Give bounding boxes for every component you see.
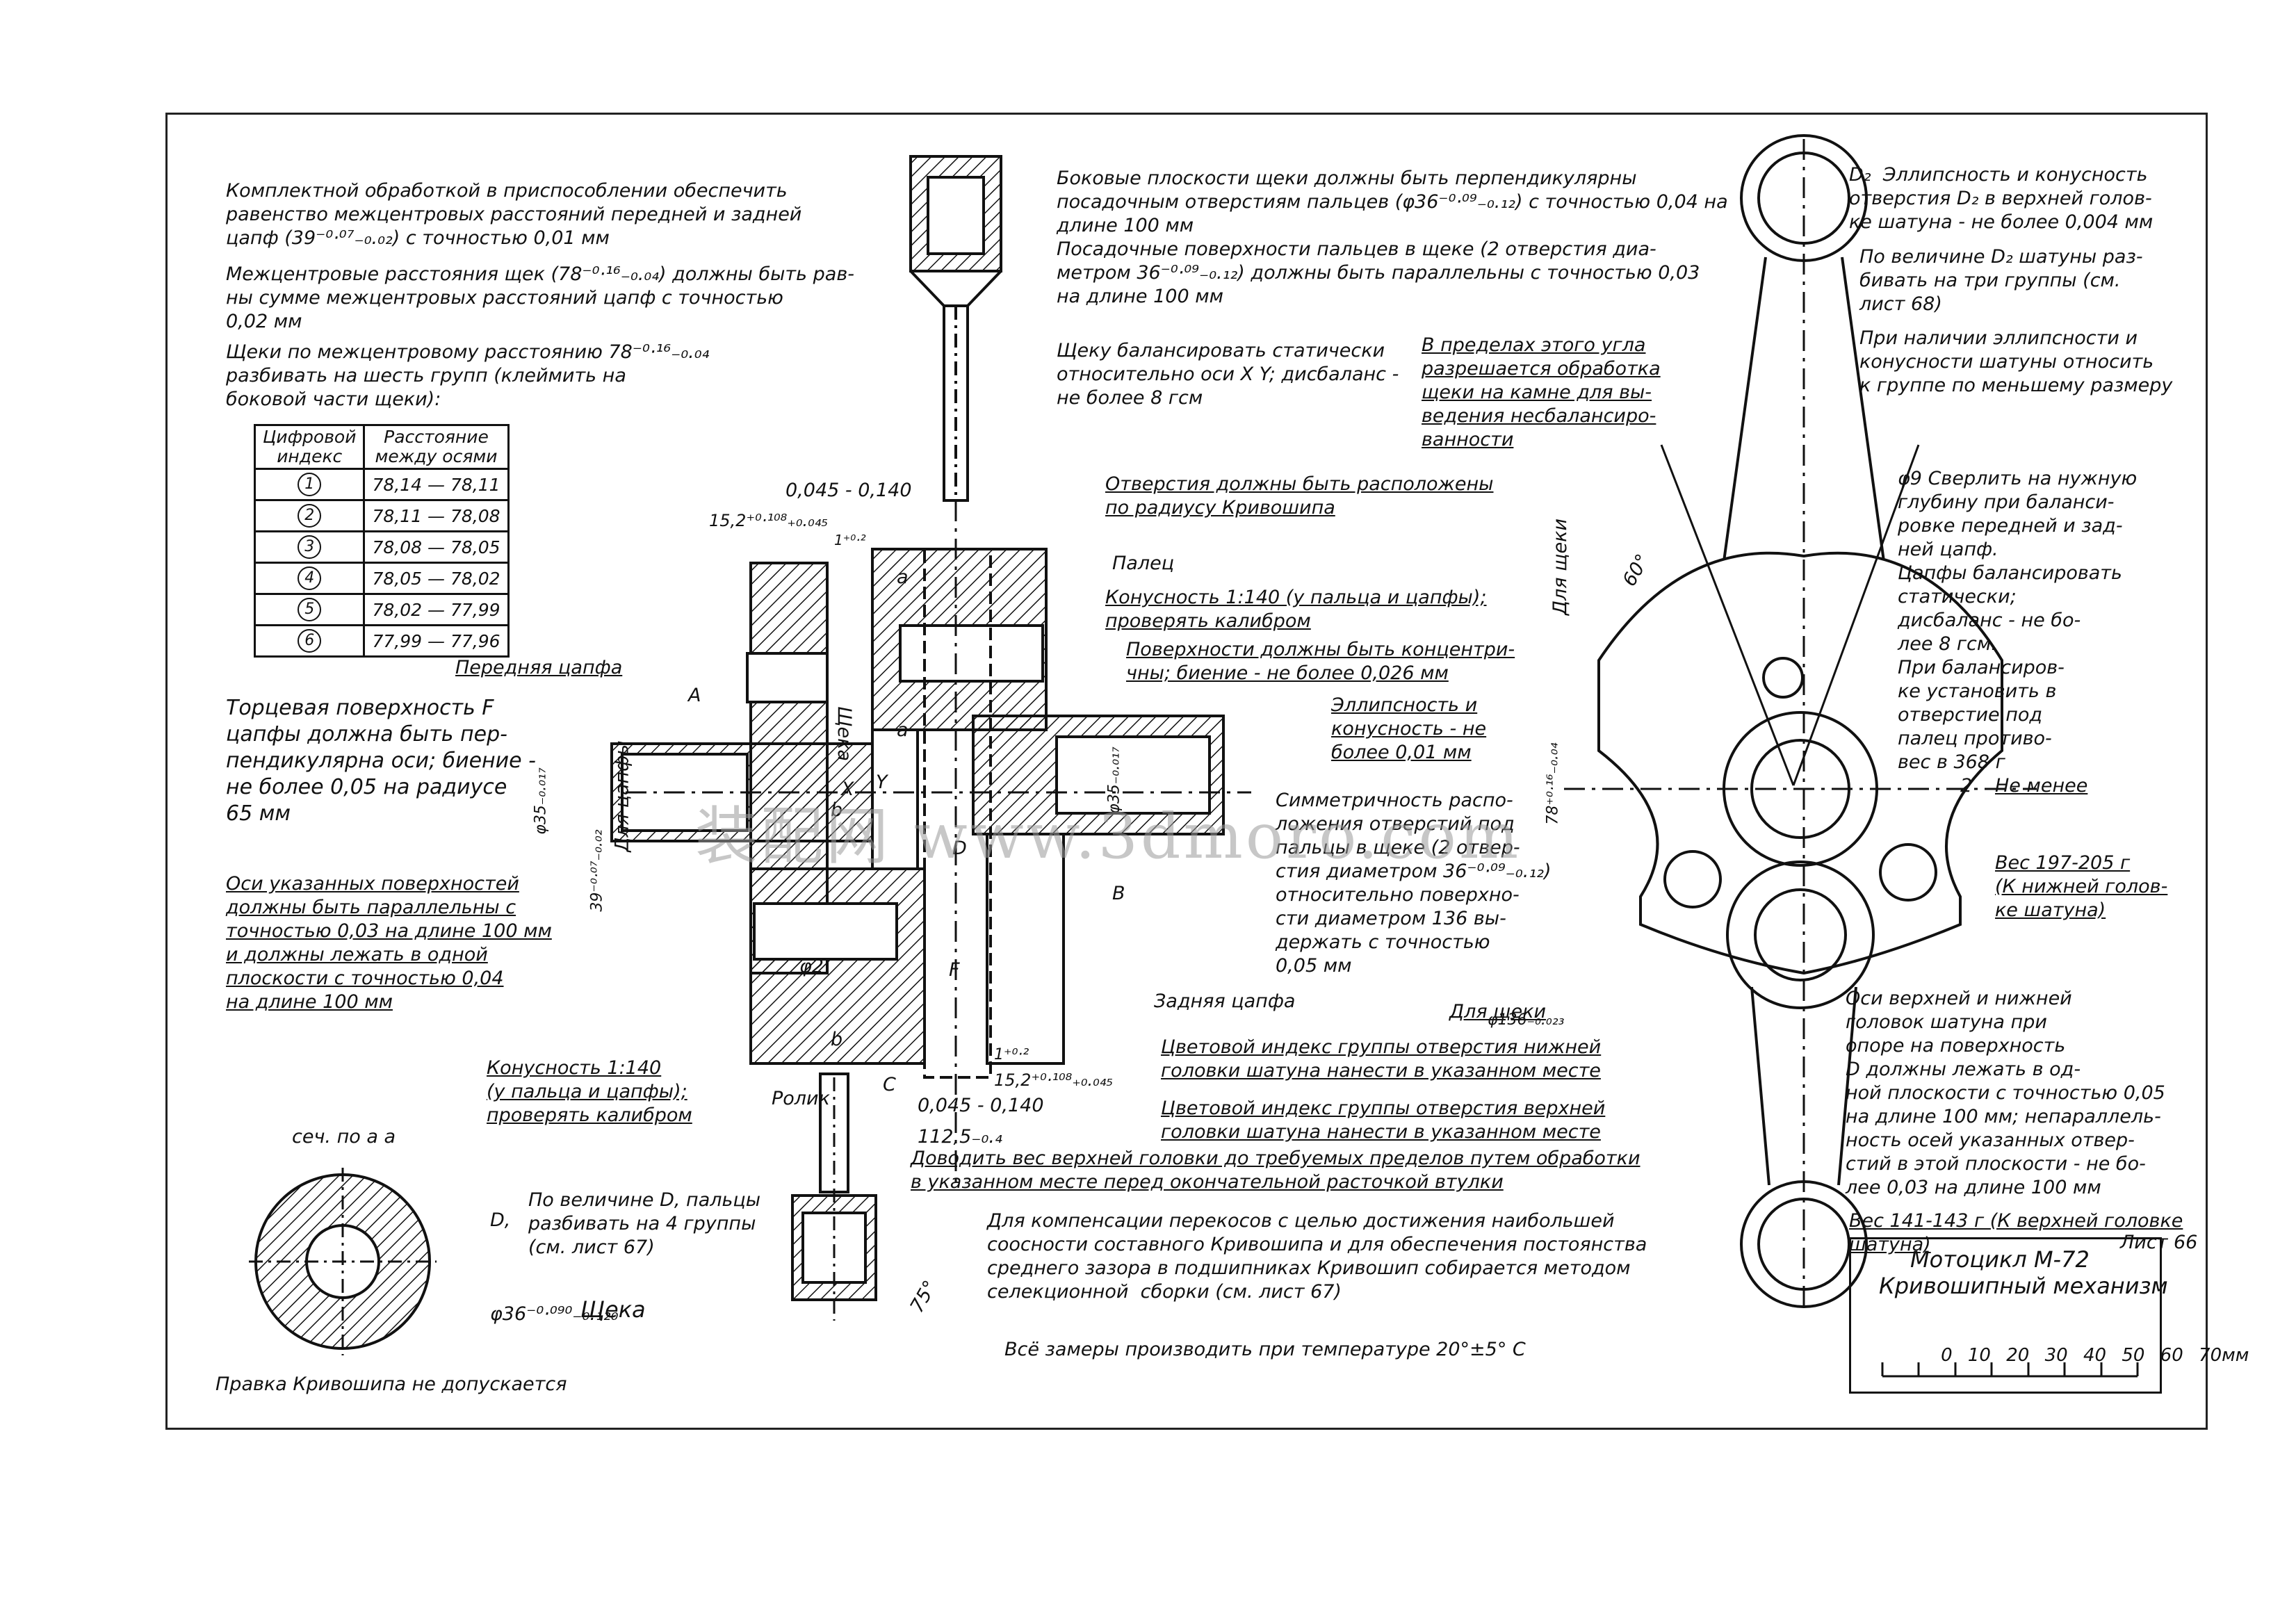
note-d2-ellipticity: D₂ Эллипсность и конусность отверстия D₂… bbox=[1849, 164, 2153, 233]
label-front-journal: Передняя цапфа bbox=[455, 657, 623, 678]
note-center-distance: Межцентровые расстояния щек (78⁻⁰·¹⁶₋₀.₀… bbox=[226, 263, 854, 332]
note-weight-lower: Вес 197-205 г (К нижней голов- ке шатуна… bbox=[1995, 852, 2168, 921]
note-axes-parallel: Оси указанных поверхностей должны быть п… bbox=[226, 873, 552, 1013]
label-a-mid: a bbox=[897, 719, 909, 741]
rod-lower-head-section bbox=[791, 1073, 877, 1321]
label-F: F bbox=[949, 959, 960, 981]
label-A: A bbox=[688, 685, 701, 706]
label-not-less: Не менее bbox=[1995, 775, 2088, 797]
cheek-group-table: Цифровой индекс Расстояние между осями 1… bbox=[253, 424, 510, 658]
dim-1-bottom: 1⁺⁰·² bbox=[994, 1046, 1029, 1063]
dim-phi35-front: φ35₋₀.₀₁₇ bbox=[532, 767, 550, 835]
label-B: B bbox=[1112, 883, 1125, 904]
crankshaft-section bbox=[610, 500, 1251, 1182]
scale-bar bbox=[1881, 1362, 2139, 1378]
drawing-frame bbox=[165, 113, 2208, 1430]
dim-1-top: 1⁺⁰·² bbox=[834, 532, 866, 548]
note-grinding-angle: В пределах этого угла разрешается обрабо… bbox=[1422, 334, 1661, 450]
note-rod-axes: Оси верхней и нижней головок шатуна при … bbox=[1846, 988, 2165, 1198]
note-paired-machining: Комплектной обработкой в приспособлении … bbox=[226, 180, 802, 249]
note-side-planes: Боковые плоскости щеки должны быть перпе… bbox=[1057, 168, 1728, 307]
label-rear-journal: Задняя цапфа bbox=[1154, 990, 1296, 1012]
note-face-f: Торцевая поверхность F цапфы должна быть… bbox=[226, 696, 536, 826]
label-for-cheek-vertical: Для щеки bbox=[1549, 518, 1572, 616]
note-concentric: Поверхности должны быть концентри- чны; … bbox=[1126, 639, 1515, 684]
label-d1: D, bbox=[490, 1209, 511, 1231]
note-cheek-balance: Щеку балансировать статически относитель… bbox=[1057, 340, 1399, 409]
note-symmetry: Симметричность распо- ложения отверстий … bbox=[1276, 790, 1552, 977]
dim-clearance-top: 0,045 - 0,140 bbox=[785, 480, 912, 501]
note-no-straightening: Правка Кривошипа не допускается bbox=[215, 1373, 567, 1395]
sheet-number: Лист 66 bbox=[2120, 1232, 2198, 1253]
label-X: X bbox=[841, 778, 854, 800]
note-weight-upper: Вес 141-143 г (К верхней головке шатуна) bbox=[1849, 1210, 2183, 1255]
table-header-distance: Расстояние между осями bbox=[363, 424, 510, 470]
label-b-left: b bbox=[831, 799, 843, 821]
label-roller: Ролик bbox=[772, 1088, 830, 1109]
label-pin: Палец bbox=[1112, 553, 1175, 574]
note-taper-lower: Конусность 1:140 (у пальца и цапфы); про… bbox=[487, 1057, 692, 1126]
label-C: C bbox=[883, 1074, 896, 1095]
note-color-lower: Цветовой индекс группы отверстия нижней … bbox=[1161, 1036, 1602, 1082]
label-cheek-vertical: Щека bbox=[833, 706, 855, 761]
note-ellipticity: Эллипсность и конусность - не более 0,01… bbox=[1331, 694, 1487, 763]
label-phi36: φ36⁻⁰·⁰⁹⁰₋₀.₁₂₀ bbox=[490, 1303, 619, 1325]
dim-2: 2 bbox=[1960, 775, 1973, 797]
title-block: Мотоцикл М-72 Кривошипный механизм 0 10 … bbox=[1849, 1237, 2249, 1394]
dim-152-top: 15,2⁺⁰·¹⁰⁸₊₀.₀₄₅ bbox=[709, 511, 828, 530]
watermark: 装配网 www.3dmoro.com bbox=[695, 800, 1522, 873]
note-pins-groups: По величине D, пальцы разбивать на 4 гру… bbox=[528, 1189, 761, 1258]
note-cheek-groups: Щеки по межцентровому расстоянию 78⁻⁰·¹⁶… bbox=[226, 341, 710, 410]
title-line2: Кривошипный механизм bbox=[1879, 1273, 2168, 1299]
note-color-upper: Цветовой индекс группы отверстия верхней… bbox=[1161, 1098, 1606, 1143]
scale-labels: 0 10 20 30 40 50 60 70мм bbox=[1941, 1345, 2249, 1366]
note-temperature: Всё замеры производить при температуре 2… bbox=[1004, 1339, 1526, 1360]
dim-39: 39⁻⁰·⁰⁷₋₀.₀₂ bbox=[588, 829, 606, 912]
label-section-a-a: сеч. по а а bbox=[292, 1126, 396, 1148]
label-Y: Y bbox=[876, 772, 888, 793]
crank-side-view bbox=[1564, 134, 2037, 1308]
section-a-a bbox=[249, 1168, 437, 1355]
table-header-index: Цифровой индекс bbox=[253, 424, 366, 470]
label-b-lower: b bbox=[831, 1029, 843, 1050]
note-selective-assembly: Для компенсации перекосов с целью достиж… bbox=[987, 1210, 1647, 1303]
dim-phi136: φ136₋₀.₀₂₃ bbox=[1488, 1011, 1565, 1029]
label-a-top: a bbox=[897, 566, 909, 588]
note-holes-radius: Отверстия должны быть расположены по рад… bbox=[1105, 473, 1494, 519]
label-phi2: φ2 bbox=[799, 956, 824, 977]
rod-upper-head-section bbox=[909, 155, 1002, 502]
label-for-journal: Для цапфы bbox=[611, 740, 633, 852]
dim-clearance-bottom: 0,045 - 0,140 bbox=[918, 1095, 1044, 1116]
note-drill-balance: φ9 Сверлить на нужную глубину при баланс… bbox=[1898, 468, 2138, 773]
title-line1: Мотоцикл М-72 bbox=[1910, 1246, 2090, 1273]
label-D: D bbox=[952, 838, 967, 859]
label-cheek-section: Щека bbox=[580, 1296, 646, 1323]
dim-112-5: 112,5₋₀.₄ bbox=[918, 1126, 1002, 1148]
note-d2-groups: По величине D₂ шатуны раз- бивать на три… bbox=[1859, 246, 2143, 315]
note-taper-top: Конусность 1:140 (у пальца и цапфы); про… bbox=[1105, 587, 1487, 632]
dim-152-bottom: 15,2⁺⁰·¹⁰⁸₊₀.₀₄₅ bbox=[994, 1070, 1113, 1090]
note-ellipticity-group: При наличии эллипсности и конусности шат… bbox=[1859, 327, 2173, 396]
label-for-cheek: Для щеки bbox=[1449, 1001, 1547, 1022]
note-weight-adjust: Доводить вес верхней головки до требуемы… bbox=[911, 1148, 1640, 1193]
